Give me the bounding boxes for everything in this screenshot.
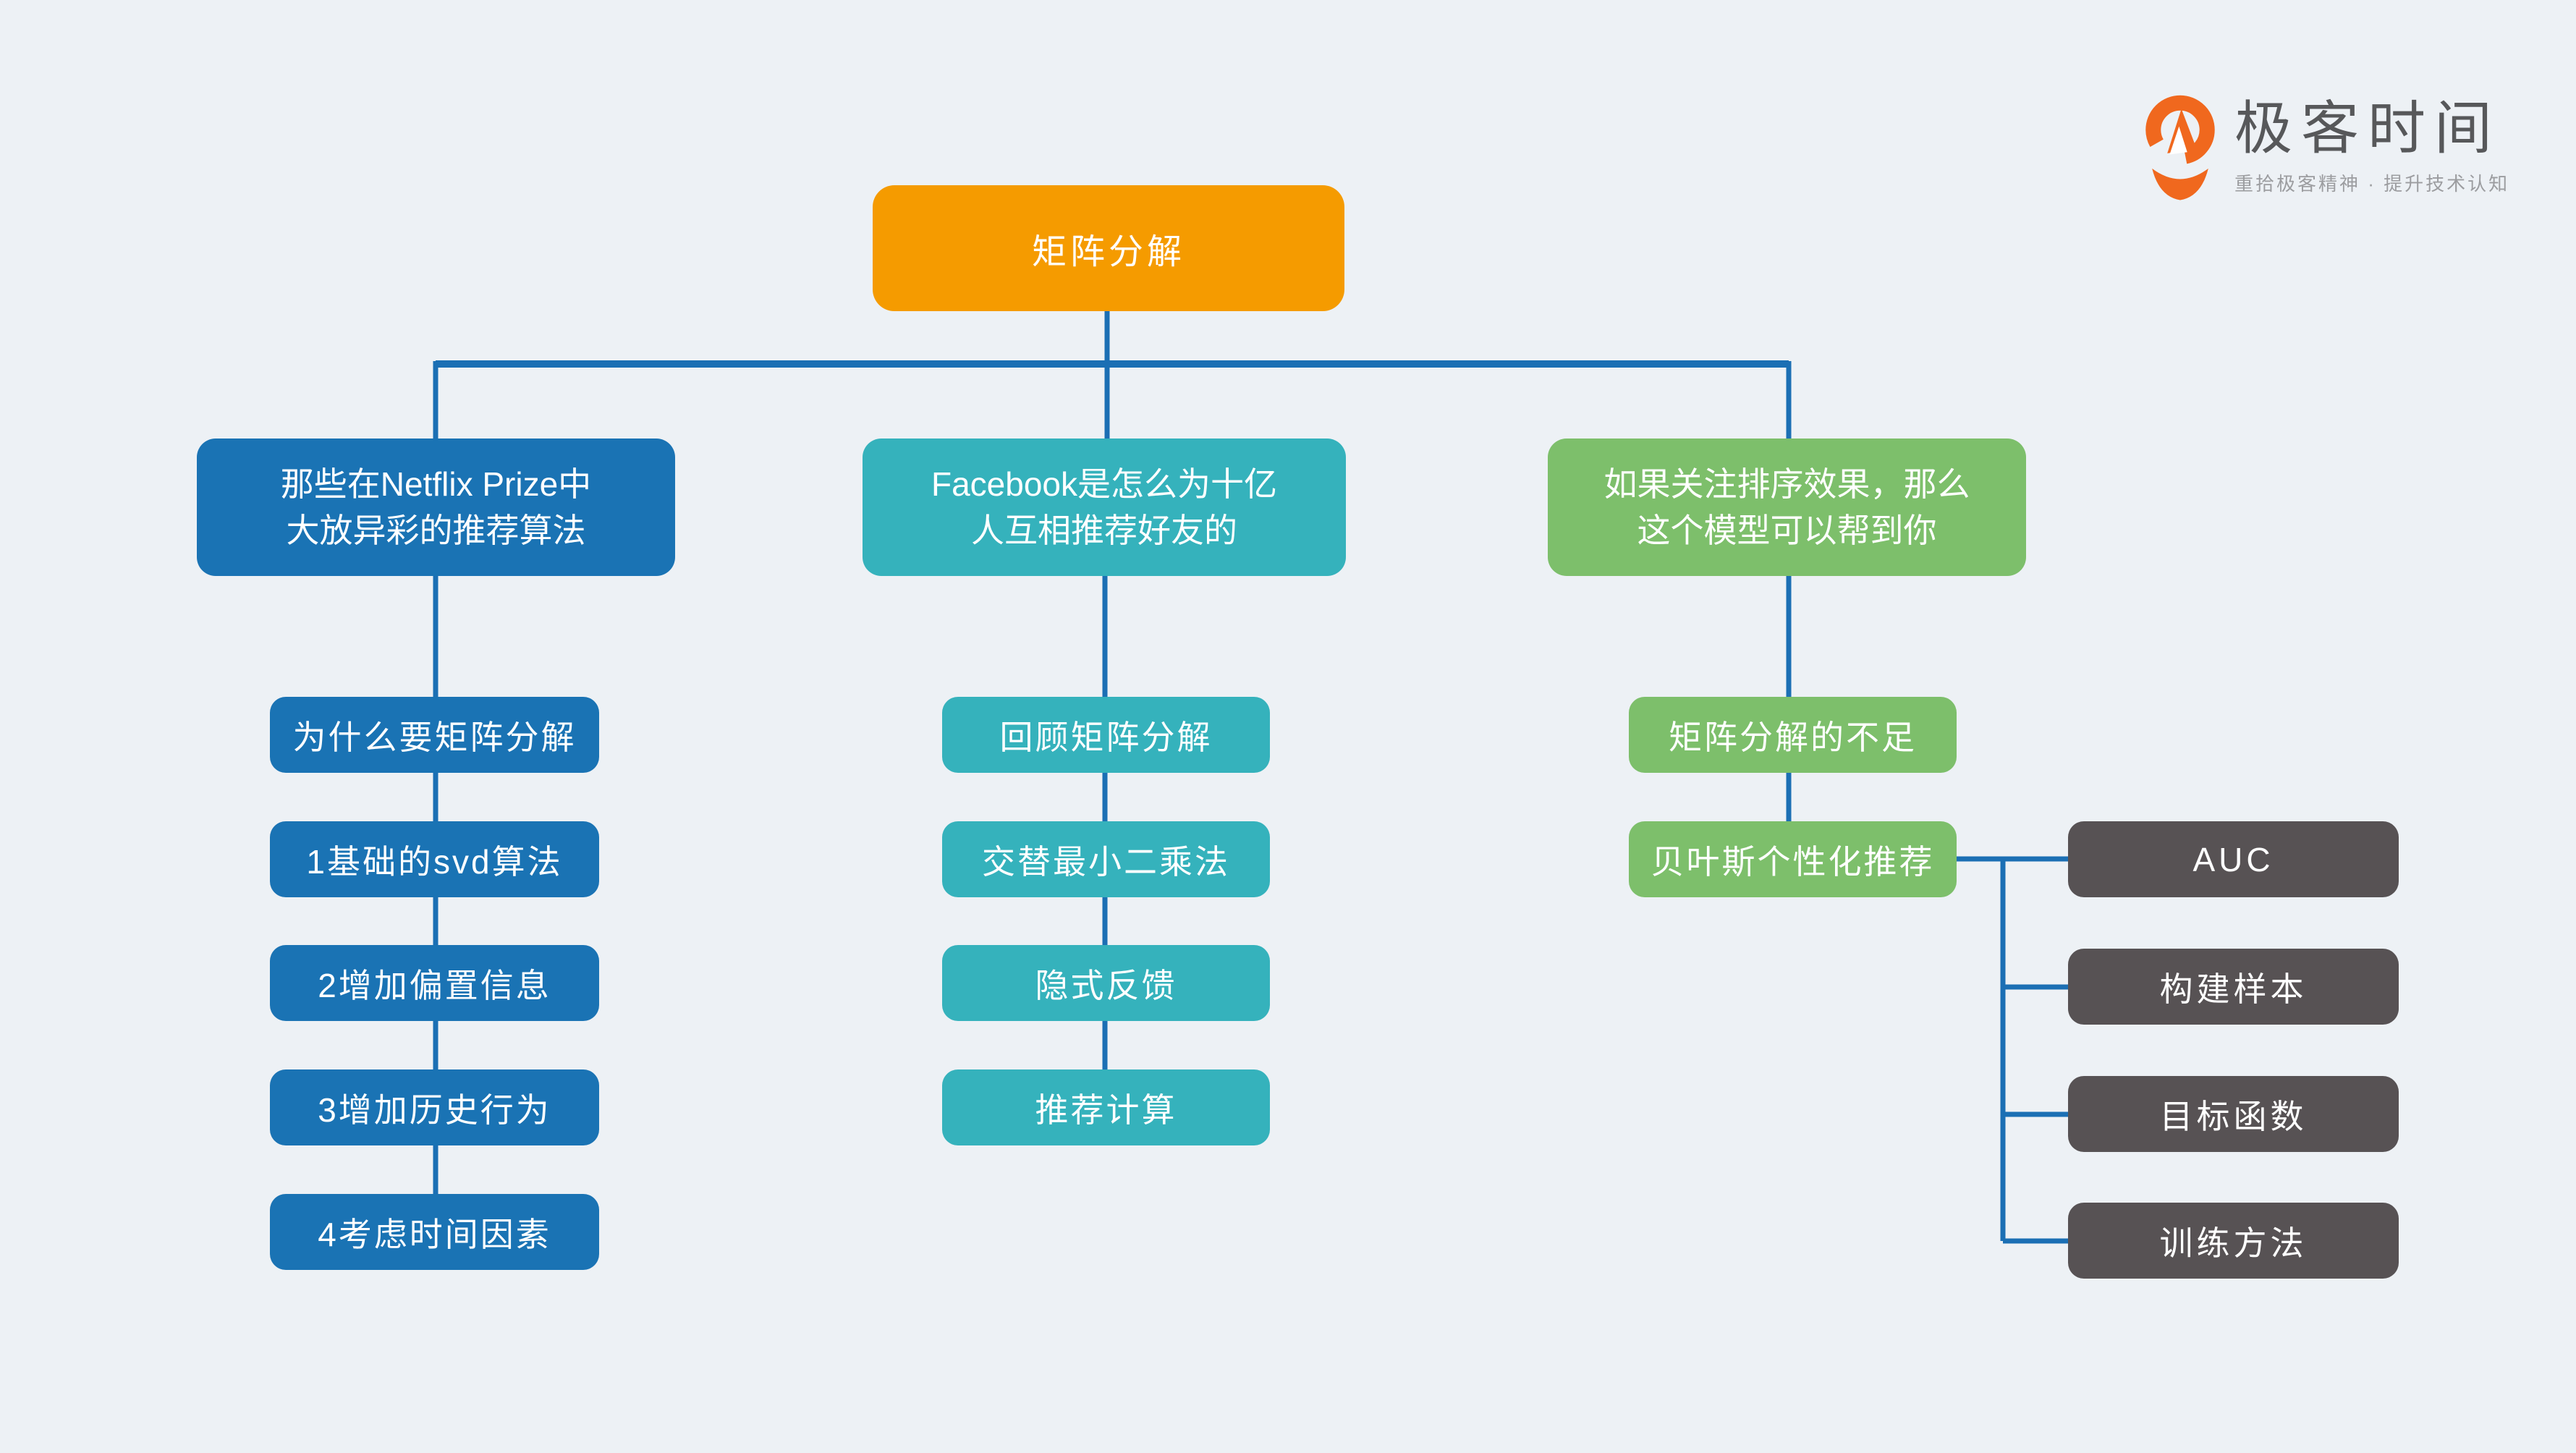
node-branch-ranking: 如果关注排序效果，那么 这个模型可以帮到你: [1548, 439, 2026, 576]
branch-title-line: 如果关注排序效果，那么: [1603, 465, 1970, 503]
node-alternating-least-squares: 交替最小二乘法: [942, 821, 1270, 897]
branch-title-line: 这个模型可以帮到你: [1637, 512, 1937, 549]
geektime-logo-tagline: 重拾极客精神 · 提升技术认知: [2234, 173, 2510, 195]
branch-title-line: 人互相推荐好友的: [971, 512, 1237, 549]
node-add-history: 3增加历史行为: [270, 1069, 599, 1145]
node-recommendation-computation: 推荐计算: [942, 1069, 1270, 1145]
node-add-bias: 2增加偏置信息: [270, 945, 599, 1021]
branch-title-line: 大放异彩的推荐算法: [286, 512, 586, 549]
branch-title-line: 那些在Netflix Prize中: [280, 465, 592, 503]
node-mf-shortcomings: 矩阵分解的不足: [1629, 697, 1957, 773]
geektime-logo-text: 极客时间 重拾极客精神 · 提升技术认知: [2234, 91, 2509, 196]
node-root-matrix-factorization: 矩阵分解: [873, 185, 1344, 311]
node-branch-netflix-prize: 那些在Netflix Prize中 大放异彩的推荐算法: [197, 439, 675, 576]
node-basic-svd: 1基础的svd算法: [270, 821, 599, 897]
node-training-method: 训练方法: [2068, 1203, 2399, 1279]
node-review-matrix-factorization: 回顾矩阵分解: [942, 697, 1270, 773]
node-time-factor: 4考虑时间因素: [270, 1194, 599, 1270]
node-build-samples: 构建样本: [2068, 949, 2399, 1025]
node-branch-facebook: Facebook是怎么为十亿 人互相推荐好友的: [863, 439, 1346, 576]
geektime-logo-name: 极客时间: [2234, 96, 2501, 161]
node-implicit-feedback: 隐式反馈: [942, 945, 1270, 1021]
node-why-matrix-factorization: 为什么要矩阵分解: [270, 697, 599, 773]
node-auc: AUC: [2068, 821, 2399, 897]
node-root-label: 矩阵分解: [1031, 233, 1185, 271]
branch-title-line: Facebook是怎么为十亿: [931, 465, 1277, 503]
geektime-logo: 极客时间 重拾极客精神 · 提升技术认知: [2140, 91, 2509, 208]
node-bayesian-personalized-ranking: 贝叶斯个性化推荐: [1629, 821, 1957, 897]
geektime-pin-icon: [2145, 95, 2215, 200]
node-objective-function: 目标函数: [2068, 1076, 2399, 1152]
